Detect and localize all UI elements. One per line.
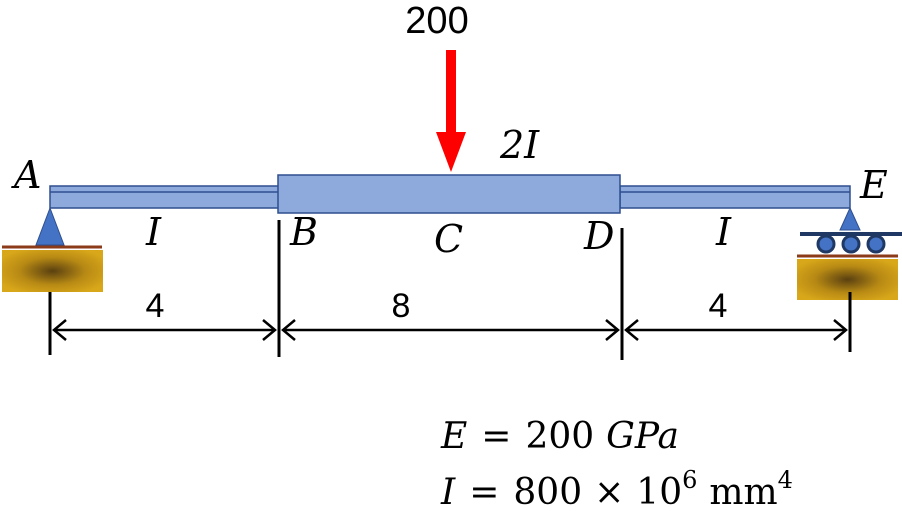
- inertia-base: 10: [636, 472, 682, 511]
- arrowhead-right: [262, 319, 277, 341]
- inertia-label-de: I: [715, 210, 732, 254]
- inertia-equation: I = 800 × 106 mm4: [440, 466, 793, 511]
- arrowhead-right: [833, 319, 848, 341]
- modulus-equation: E = 200 GPa: [440, 416, 679, 457]
- dimension-value-bd: 8: [392, 287, 411, 325]
- arrowhead-left: [281, 319, 296, 341]
- load-arrow: [436, 50, 466, 172]
- pin-support-a: [2, 206, 103, 292]
- point-label-e: E: [859, 163, 888, 207]
- roller-wheel: [816, 234, 836, 254]
- beam-segment-bd: [277, 174, 621, 214]
- arrowhead-left: [52, 319, 67, 341]
- inertia-mantissa: 800: [513, 472, 582, 511]
- inertia-equals: =: [469, 472, 499, 511]
- dimension-value-de: 4: [709, 287, 728, 325]
- inertia-times: ×: [594, 472, 624, 511]
- roller-support-e: [797, 206, 902, 300]
- beam-segment-de: [619, 185, 851, 209]
- inertia-label-ab: I: [145, 210, 162, 254]
- inertia-label-bd: 2I: [499, 123, 540, 167]
- roller-wheel: [866, 234, 886, 254]
- point-label-b: B: [289, 210, 318, 254]
- pin-support-triangle: [35, 206, 65, 246]
- dimension-bd: [281, 319, 620, 341]
- dimension-extension-lines: [48, 220, 852, 360]
- arrowhead-right: [605, 319, 620, 341]
- point-label-a: A: [11, 153, 41, 197]
- dimension-de: [624, 319, 848, 341]
- arrowhead-left: [624, 319, 639, 341]
- roller-wheel: [841, 234, 861, 254]
- point-label-d: D: [583, 214, 614, 258]
- roller-ground: [797, 259, 898, 300]
- modulus-symbol: E: [440, 416, 467, 457]
- inertia-symbol: I: [440, 472, 456, 511]
- modulus-equals: =: [481, 416, 511, 457]
- roller-support-triangle: [839, 206, 861, 231]
- dimension-ab: [52, 319, 277, 341]
- inertia-unit: mm: [709, 472, 777, 511]
- modulus-unit: GPa: [606, 416, 679, 457]
- modulus-value: 200: [525, 416, 594, 457]
- beam: [49, 174, 851, 214]
- inertia-exponent: 6: [682, 466, 697, 494]
- load-value-label: 200: [405, 0, 468, 42]
- inertia-unit-power: 4: [778, 466, 793, 494]
- load-arrow-shaft: [446, 50, 456, 140]
- dimension-value-ab: 4: [146, 287, 165, 325]
- load-arrow-head: [436, 132, 466, 172]
- point-label-c: C: [434, 217, 463, 261]
- beam-segment-ab: [49, 185, 281, 209]
- pin-support-ground: [2, 250, 103, 292]
